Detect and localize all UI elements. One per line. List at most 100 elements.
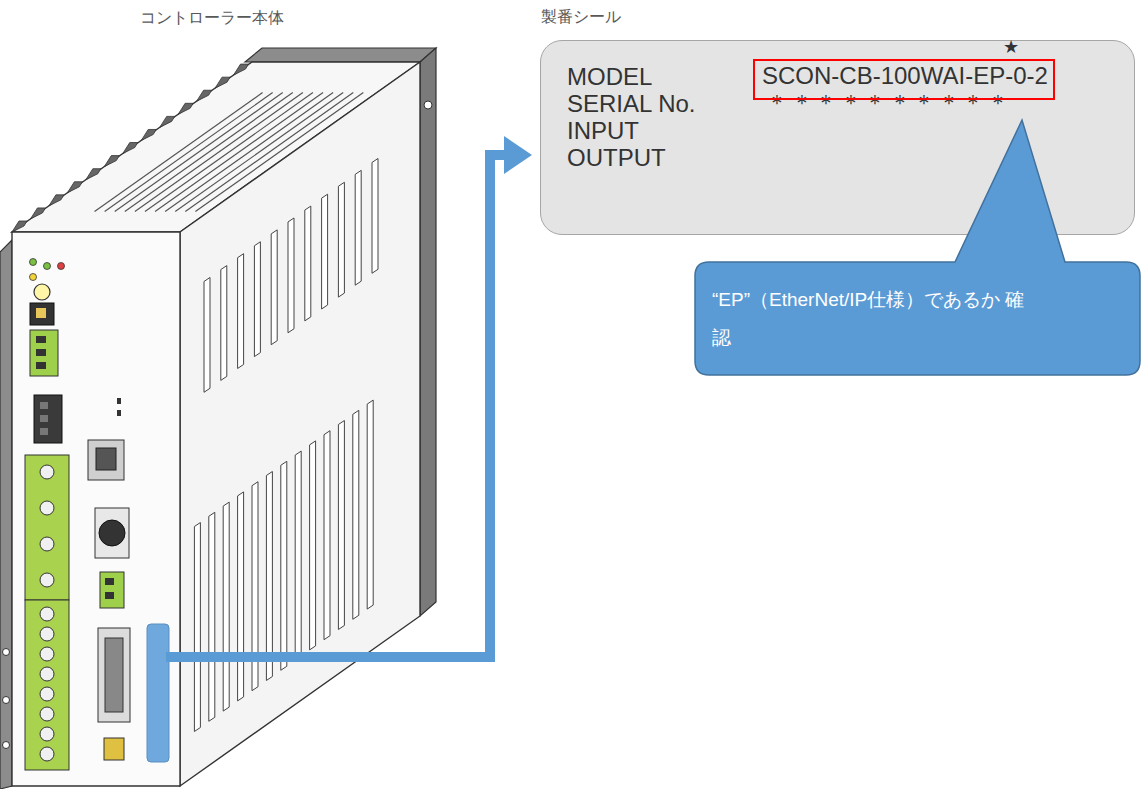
- vent-slot: [305, 206, 311, 321]
- ethernet-socket: [96, 448, 116, 470]
- vent-stripe: [115, 93, 283, 212]
- flange-hole: [3, 697, 10, 704]
- mode-knob: [34, 284, 50, 300]
- terminal-block: [30, 330, 58, 376]
- vent-slot: [338, 421, 344, 630]
- heat-fin: [12, 221, 27, 232]
- terminal-screw: [40, 537, 54, 551]
- vent-stripe: [105, 93, 273, 212]
- vent-stripe: [95, 93, 263, 212]
- figure-heading: コントローラー本体: [140, 8, 284, 27]
- connector-pin: [40, 428, 48, 435]
- vent-slot: [238, 492, 244, 701]
- terminal-screw: [40, 727, 54, 741]
- vent-slot: [310, 441, 316, 650]
- ethernet-port: [88, 440, 124, 480]
- vent-slot: [288, 218, 294, 333]
- field-label: MODEL: [567, 63, 652, 91]
- vent-stripe: [155, 93, 323, 212]
- connector-pin: [40, 402, 48, 409]
- back-plate-side: [420, 48, 436, 616]
- check-callout: “EP”（EtherNet/IP仕様）であるか 確認: [695, 262, 1140, 375]
- vent-slot: [209, 512, 215, 721]
- model-value: SCON-CB-100WAI-EP-0-2: [762, 62, 1048, 90]
- vent-slot: [372, 158, 378, 273]
- vent-slot: [221, 266, 227, 381]
- callout-shape: [695, 262, 1140, 375]
- port-led: [117, 410, 121, 416]
- terminal-screw: [40, 707, 54, 721]
- switch: [30, 303, 54, 325]
- callout-bubble: [695, 120, 1140, 375]
- terminal-screw: [40, 465, 54, 479]
- terminal-screw: [40, 607, 54, 621]
- power-connector: [34, 395, 62, 443]
- heat-fin: [30, 208, 45, 219]
- serial-label-spot: [147, 624, 169, 762]
- vent-stripe: [125, 93, 293, 212]
- sio-socket: [99, 520, 125, 546]
- serial-value: ＊＊＊＊＊＊＊＊＊＊: [766, 90, 1011, 116]
- vent-stripe: [165, 93, 333, 212]
- terminal-pin: [36, 336, 46, 343]
- heat-fin: [67, 182, 82, 193]
- field-label: OUTPUT: [567, 144, 666, 172]
- back-plate-top: [245, 48, 436, 62]
- field-label: SERIAL No.: [567, 90, 696, 118]
- vent-slot: [367, 400, 373, 609]
- terminal-screw: [40, 687, 54, 701]
- callout-text: “EP”（EtherNet/IP仕様）であるか 確認: [712, 281, 1030, 357]
- vent-stripe: [145, 93, 313, 212]
- heat-fin: [178, 103, 193, 114]
- terminal-screw: [40, 647, 54, 661]
- status-led: [30, 259, 37, 266]
- status-led: [30, 274, 37, 281]
- connector-pin: [40, 415, 48, 422]
- encoder-connector: [98, 628, 130, 722]
- heat-fin: [197, 90, 212, 101]
- heat-fin: [215, 77, 230, 88]
- fg-terminal: [104, 738, 124, 760]
- vent-slot: [322, 194, 328, 309]
- model-highlight: SCON-CB-100WAI-EP-0-2: [753, 59, 1055, 100]
- io-terminal: [25, 600, 69, 770]
- heat-fin: [160, 116, 175, 127]
- terminal-pin: [105, 592, 114, 599]
- vent-slot: [324, 431, 330, 640]
- vent-slot: [353, 410, 359, 619]
- vent-slot: [338, 182, 344, 297]
- terminal-screw: [40, 573, 54, 587]
- pointer-arrow: [166, 155, 506, 657]
- flange-hole: [3, 742, 10, 749]
- plate-hole: [424, 101, 432, 109]
- vent-slot: [204, 277, 210, 392]
- terminal-screw: [40, 627, 54, 641]
- terminal-pin: [36, 349, 46, 356]
- front-face: [12, 232, 180, 786]
- heat-fin: [49, 195, 64, 206]
- port-led: [117, 398, 121, 404]
- terminal-screw: [40, 501, 54, 515]
- terminal-pin: [36, 362, 46, 369]
- heat-fin: [234, 64, 249, 75]
- encoder-socket: [105, 638, 123, 712]
- vent-slot: [295, 451, 301, 660]
- seal-heading: 製番シール: [541, 7, 621, 26]
- vent-stripe: [135, 93, 303, 212]
- heat-fin: [86, 169, 101, 180]
- vent-stripe: [175, 93, 343, 212]
- heat-fin: [104, 156, 119, 167]
- motor-terminal: [25, 455, 69, 600]
- vent-slot: [194, 523, 200, 732]
- status-led: [44, 263, 51, 270]
- flange-hole: [3, 649, 10, 656]
- vent-slot: [254, 242, 260, 357]
- vent-slot: [266, 472, 272, 681]
- side-face: [180, 62, 420, 786]
- terminal-pin: [105, 578, 114, 585]
- switch-face: [36, 308, 46, 318]
- sio-port: [95, 508, 129, 558]
- terminal-screw: [40, 667, 54, 681]
- vent-slot: [238, 254, 244, 369]
